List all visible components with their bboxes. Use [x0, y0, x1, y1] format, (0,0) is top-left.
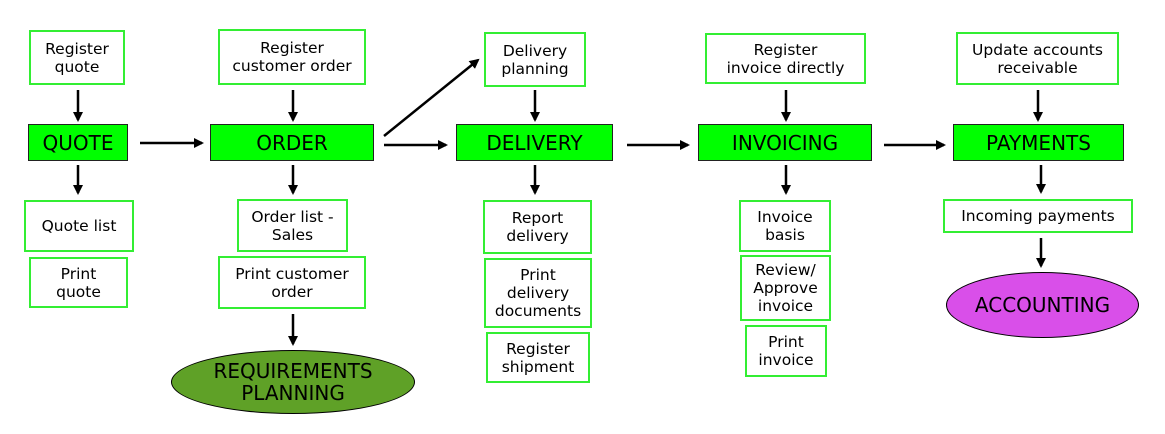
task-print-quote[interactable]: Print quote	[29, 257, 128, 308]
accounting-ellipse[interactable]: ACCOUNTING	[946, 272, 1139, 338]
task-register-shipment[interactable]: Register shipment	[486, 332, 590, 383]
stage-delivery[interactable]: DELIVERY	[456, 124, 613, 161]
task-print-customer-order[interactable]: Print customer order	[218, 256, 366, 309]
task-invoice-basis[interactable]: Invoice basis	[739, 200, 831, 252]
task-update-accounts-receivable[interactable]: Update accounts receivable	[956, 32, 1119, 85]
task-report-delivery[interactable]: Report delivery	[483, 200, 592, 254]
requirements-planning-ellipse[interactable]: REQUIREMENTS PLANNING	[171, 350, 415, 414]
task-quote-list[interactable]: Quote list	[24, 200, 134, 252]
task-review-approve-invoice[interactable]: Review/ Approve invoice	[740, 255, 831, 321]
task-register-invoice-directly[interactable]: Register invoice directly	[705, 33, 866, 84]
task-delivery-planning[interactable]: Delivery planning	[484, 32, 586, 87]
stage-payments[interactable]: PAYMENTS	[953, 124, 1124, 161]
arrow-order-to-delivery-planning	[383, 58, 480, 137]
task-print-invoice[interactable]: Print invoice	[745, 325, 827, 377]
stage-quote[interactable]: QUOTE	[28, 124, 128, 161]
task-print-delivery-documents[interactable]: Print delivery documents	[484, 258, 592, 328]
stage-invoicing[interactable]: INVOICING	[698, 124, 872, 161]
stage-order[interactable]: ORDER	[210, 124, 374, 161]
task-register-quote[interactable]: Register quote	[29, 30, 125, 85]
task-order-list-sales[interactable]: Order list - Sales	[237, 199, 348, 252]
task-incoming-payments[interactable]: Incoming payments	[943, 199, 1133, 233]
task-register-customer-order[interactable]: Register customer order	[218, 29, 366, 85]
